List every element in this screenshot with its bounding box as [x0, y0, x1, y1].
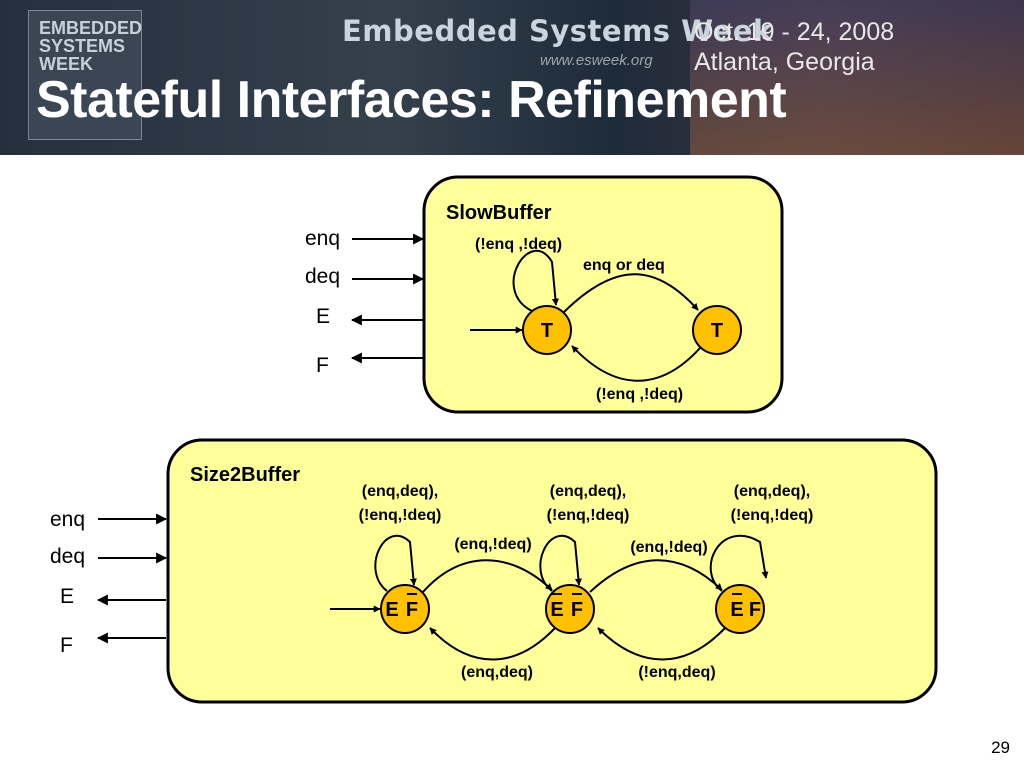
slow-port-e: E — [316, 305, 330, 328]
logo-line-1: EMBEDDED — [39, 18, 143, 38]
size2-port-deq: deq — [50, 545, 85, 568]
size2-state-3 — [715, 584, 765, 634]
event-dates: Oct. 19 - 24, 2008 — [694, 18, 895, 46]
header-banner: EMBEDDED SYSTEMS WEEK Embedded Systems W… — [0, 0, 1024, 155]
size2-self-loop-2-label-a: (enq,deq), — [550, 483, 626, 500]
size2-self-loop-2-label-b: (!enq,!deq) — [547, 507, 630, 524]
size2-back-label-1: (enq,deq) — [461, 664, 533, 681]
size2-self-loop-3-label-a: (enq,deq), — [734, 483, 810, 500]
slow-back-label: (!enq ,!deq) — [596, 386, 683, 403]
slow-forward-arc — [563, 273, 699, 313]
size2-state-1-f: F — [406, 599, 418, 621]
size2-back-label-2: (!enq,deq) — [638, 664, 715, 681]
size2-state-1-e: E — [385, 599, 398, 621]
slow-state-1-label: T — [541, 320, 553, 342]
size2-state-3-f: F — [749, 599, 761, 621]
size2-forward-arc-2 — [589, 559, 723, 593]
slow-state-2-label: T — [711, 320, 723, 342]
size2-port-enq: enq — [50, 508, 85, 531]
event-name: Embedded Systems Week — [342, 14, 773, 48]
slow-self-loop-label: (!enq ,!deq) — [475, 236, 562, 253]
size2-self-loop-3-label-b: (!enq,!deq) — [731, 507, 814, 524]
size2-self-loop-1-label-a: (enq,deq), — [362, 483, 438, 500]
slow-buffer-box — [422, 175, 784, 414]
slow-back-arc — [571, 345, 701, 382]
size2-self-loop-1 — [374, 534, 417, 592]
slow-port-deq: deq — [305, 265, 340, 288]
slow-forward-label: enq or deq — [583, 257, 665, 274]
size2-state-2-e: E — [550, 599, 563, 621]
size2-port-e: E — [60, 585, 74, 608]
slow-state-1 — [522, 305, 572, 355]
size2-state-2 — [545, 584, 595, 634]
page-number: 29 — [991, 738, 1010, 757]
city-skyline-image — [690, 0, 1024, 155]
size2-forward-label-1: (enq,!deq) — [454, 536, 531, 553]
size2-buffer-box — [166, 438, 938, 704]
size2-state-3-e: E — [730, 599, 743, 621]
event-location: Atlanta, Georgia — [694, 48, 875, 76]
size2-self-loop-1-label-b: (!enq,!deq) — [359, 507, 442, 524]
esweek-logo: EMBEDDED SYSTEMS WEEK — [28, 10, 142, 140]
slow-buffer-name: SlowBuffer — [446, 202, 552, 224]
slow-port-enq: enq — [305, 227, 340, 250]
size2-self-loop-2 — [539, 534, 582, 592]
slide-title: Stateful Interfaces: Refinement — [36, 71, 787, 129]
size2-back-arc-2 — [597, 627, 726, 661]
size2-port-f: F — [60, 634, 73, 657]
size2-state-1 — [380, 584, 430, 634]
size2-self-loop-3 — [709, 534, 769, 592]
slow-port-f: F — [316, 354, 329, 377]
size2-forward-label-2: (enq,!deq) — [630, 539, 707, 556]
logo-line-2: SYSTEMS — [39, 36, 126, 56]
slow-self-loop — [512, 249, 559, 312]
size2-forward-arc-1 — [422, 559, 553, 593]
size2-buffer-name: Size2Buffer — [190, 464, 300, 486]
logo-line-3: WEEK — [39, 54, 93, 74]
size2-buffer-component: Size2Buffer enq deq E F E F E F E F — [50, 438, 938, 704]
size2-state-2-f: F — [571, 599, 583, 621]
slow-state-2 — [692, 305, 742, 355]
event-url: www.esweek.org — [540, 52, 653, 69]
slow-buffer-component: SlowBuffer enq deq E F T T (!enq ,!deq) … — [305, 175, 784, 414]
size2-back-arc-1 — [429, 627, 556, 661]
